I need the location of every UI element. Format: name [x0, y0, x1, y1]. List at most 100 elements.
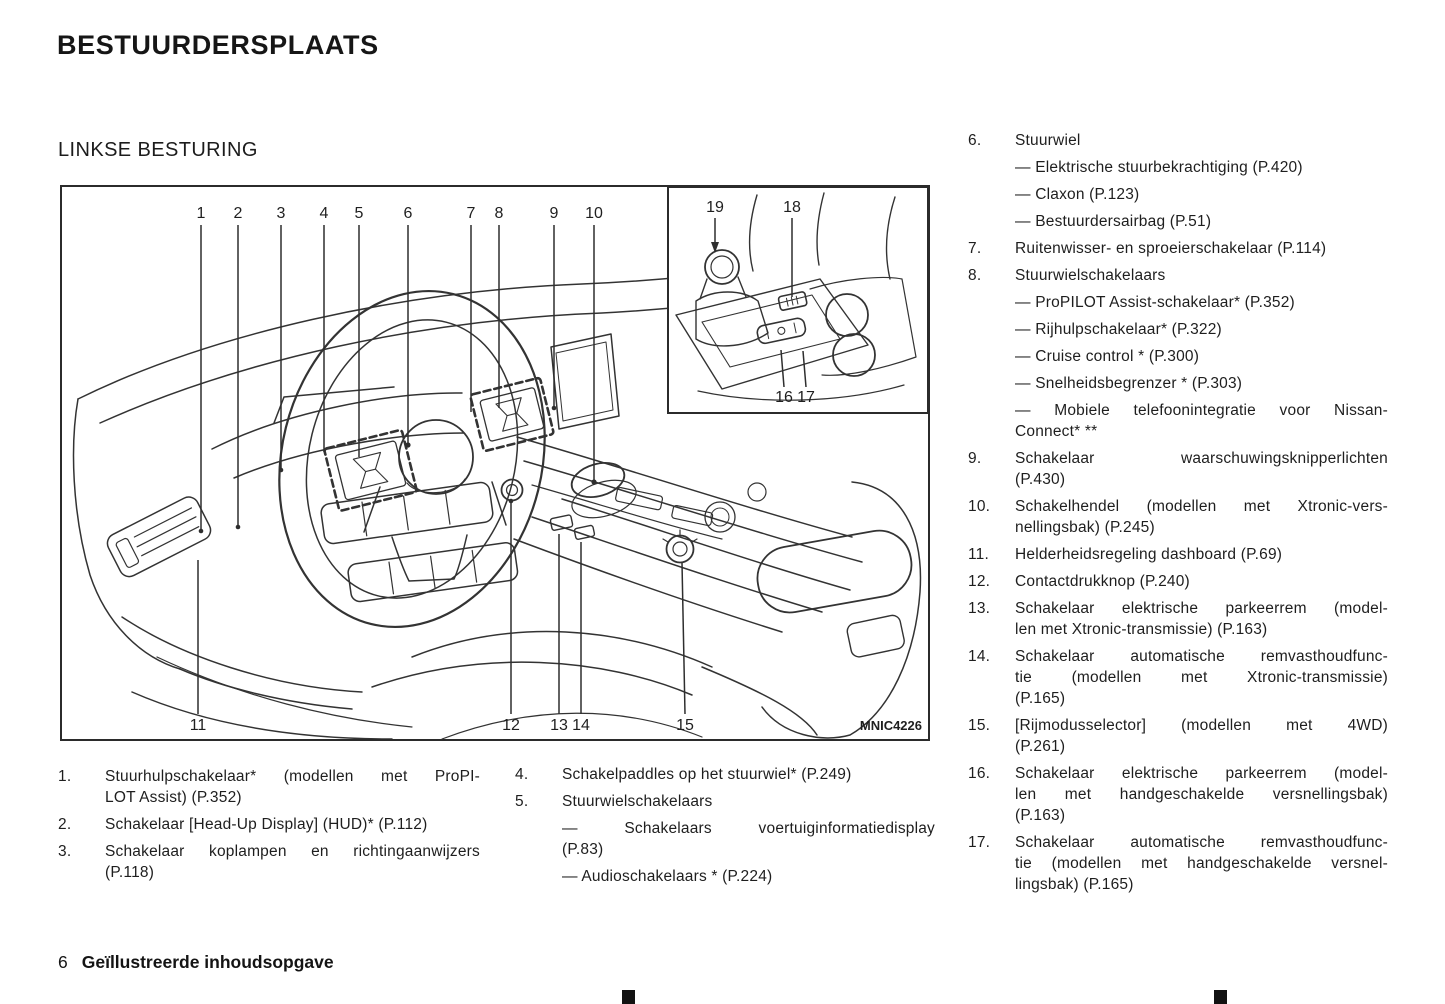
item-text-line: len met handgeschakelde versnellingsbak)	[1015, 786, 1388, 803]
callout-label-12: 12	[502, 717, 520, 734]
chapter-title: Geïllustreerde inhoudsopgave	[81, 952, 334, 972]
item-text: Schakelaar koplampen en richtingaanwijze…	[105, 841, 480, 883]
item-text-line: — Rijhulpschakelaar* (P.322)	[1015, 321, 1222, 338]
list-item: 8.Stuurwielschakelaars— ProPILOT Assist-…	[968, 265, 1388, 442]
item-text-line: Schakelaar waarschuwingsknipperlichten	[1015, 450, 1388, 467]
list-item: 4. Schakelpaddles op het stuurwiel* (P.24…	[515, 764, 935, 785]
list-item: 13.Schakelaar elektrische parkeerrem (mo…	[968, 598, 1388, 640]
list-item: 9. Schakelaar waarschuwingsknipperlichten…	[968, 448, 1388, 490]
item-text-line: — Claxon (P.123)	[1015, 186, 1140, 203]
item-text-line: len met Xtronic-transmissie) (P.163)	[1015, 621, 1268, 638]
callout-label-13: 13	[550, 717, 568, 734]
item-text-line: — Mobiele telefoonintegratie voor Nissan…	[1015, 402, 1388, 419]
print-mark	[1214, 990, 1227, 1004]
legend-column-right: 6.Stuurwiel— Elektrische stuurbekrachtig…	[968, 130, 1388, 895]
item-number: 14.	[968, 648, 991, 665]
item-text-line: tie (modellen met Xtronic-transmissie)	[1015, 669, 1388, 686]
callout-leader-lines	[197, 218, 807, 715]
item-number: 3.	[58, 843, 72, 860]
item-text-line: (P.261)	[1015, 738, 1066, 755]
item-number: 1.	[58, 768, 72, 785]
callout-label-11: 11	[190, 717, 207, 734]
callout-label-2: 2	[234, 205, 243, 222]
item-text: Ruitenwisser- en sproeierschakelaar (P.1…	[1015, 238, 1388, 259]
item-text-line: Stuurwiel	[1015, 132, 1081, 149]
callout-label-6: 6	[404, 205, 413, 222]
item-text-line: — Elektrische stuurbekrachtiging (P.420)	[1015, 159, 1303, 176]
list-item: 10. Schakelhendel (modellen met Xtronic-v…	[968, 496, 1388, 538]
item-text: Schakelaar automatische remvasthoudfunc-…	[1015, 646, 1388, 709]
item-number: 10.	[968, 498, 991, 515]
item-text: Stuurwiel — Elektrische stuurbekrachtigin…	[1015, 130, 1388, 232]
callout-label-5: 5	[355, 205, 364, 222]
item-text-line: Schakelaar automatische remvasthoudfunc-	[1015, 834, 1388, 851]
item-number: 9.	[968, 450, 982, 467]
image-code: MNIC4226	[860, 718, 922, 733]
page-number: 6	[58, 952, 68, 972]
item-text-line: LOT Assist) (P.352)	[105, 789, 242, 806]
item-text-line: — ProPILOT Assist-schakelaar* (P.352)	[1015, 294, 1295, 311]
item-number: 4.	[515, 766, 529, 783]
item-text-line: (P.83)	[562, 841, 604, 858]
callout-label-10: 10	[585, 205, 603, 222]
item-text-line: — Snelheidsbegrenzer * (P.303)	[1015, 375, 1243, 392]
item-number: 17.	[968, 834, 991, 851]
legend-column-middle: 4. Schakelpaddles op het stuurwiel* (P.24…	[515, 764, 935, 887]
item-text-line: — Schakelaars voertuiginformatiedisplay	[562, 820, 935, 837]
list-item: 16. Schakelaar elektrische parkeerrem (mo…	[968, 763, 1388, 826]
item-text: Schakelaar elektrische parkeerrem (model…	[1015, 763, 1388, 826]
callout-label-7: 7	[467, 205, 476, 222]
callout-label-4: 4	[320, 205, 329, 222]
page-footer: 6 Geïllustreerde inhoudsopgave	[58, 952, 334, 973]
list-item: 3. Schakelaar koplampen en richtingaanwij…	[58, 841, 480, 883]
arrowhead-19	[711, 242, 719, 253]
item-text: Schakelpaddles op het stuurwiel* (P.249)	[562, 764, 935, 785]
item-text: Stuurwielschakelaars — Schakelaars voertu…	[562, 791, 935, 887]
item-text-line: — Audioschakelaars * (P.224)	[562, 868, 773, 885]
item-number: 5.	[515, 793, 529, 810]
item-text: Schakelaar automatische remvasthoudfunc-…	[1015, 832, 1388, 895]
item-text: Contactdrukknop (P.240)	[1015, 571, 1388, 592]
callout-label-16: 16	[775, 389, 793, 406]
callout-label-15: 15	[676, 717, 694, 734]
callout-label-17: 17	[797, 389, 815, 406]
item-number: 16.	[968, 765, 991, 782]
item-text-line: — Bestuurdersairbag (P.51)	[1015, 213, 1212, 230]
item-number: 15.	[968, 717, 991, 734]
callout-labels: 1 2 3 4 5 6 7 8 9 10 11 12 13 14 15 16 1…	[190, 199, 815, 734]
item-text-line: Schakelaar koplampen en richtingaanwijze…	[105, 843, 480, 860]
item-text-line: Connect* **	[1015, 423, 1098, 440]
item-text-line: Helderheidsregeling dashboard (P.69)	[1015, 546, 1283, 563]
list-item: 7. Ruitenwisser- en sproeierschakelaar (P…	[968, 238, 1388, 259]
item-text-line: Stuurwielschakelaars	[562, 793, 713, 810]
item-number: 8.	[968, 267, 982, 284]
item-text-line: Schakelaar automatische remvasthoudfunc-	[1015, 648, 1388, 665]
item-text-line: (P.430)	[1015, 471, 1066, 488]
item-text: Schakelaar waarschuwingsknipperlichten (P…	[1015, 448, 1388, 490]
item-number: 11.	[968, 546, 989, 563]
item-text-line: Schakelaar elektrische parkeerrem (model…	[1015, 600, 1388, 617]
callout-label-19: 19	[706, 199, 724, 216]
item-number: 12.	[968, 573, 991, 590]
item-text: Stuurhulpschakelaar* (modellen met ProPI…	[105, 766, 480, 808]
item-text-line: (P.165)	[1015, 690, 1066, 707]
print-mark	[622, 990, 635, 1004]
list-item: 12. Contactdrukknop (P.240)	[968, 571, 1388, 592]
list-item: 2.Schakelaar [Head-Up Display] (HUD)* (P…	[58, 814, 480, 835]
callout-label-14: 14	[572, 717, 590, 734]
left-switch-pad	[323, 428, 418, 512]
item-text-line: Schakelaar [Head-Up Display] (HUD)* (P.1…	[105, 816, 428, 833]
list-item: 1. Stuurhulpschakelaar* (modellen met Pro…	[58, 766, 480, 808]
callout-label-1: 1	[197, 205, 206, 222]
callout-label-18: 18	[783, 199, 801, 216]
item-text: [Rijmodusselector] (modellen met 4WD)(P.…	[1015, 715, 1388, 757]
item-text-line: Ruitenwisser- en sproeierschakelaar (P.1…	[1015, 240, 1327, 257]
callout-endpoint-dots	[198, 242, 719, 534]
dashboard-illustration: 1 2 3 4 5 6 7 8 9 10 11 12 13 14 15 16 1…	[72, 187, 928, 739]
list-item: 6.Stuurwiel— Elektrische stuurbekrachtig…	[968, 130, 1388, 232]
item-number: 7.	[968, 240, 982, 257]
dashboard-illustration-frame: 1 2 3 4 5 6 7 8 9 10 11 12 13 14 15 16 1…	[60, 185, 930, 741]
item-text-line: Schakelhendel (modellen met Xtronic-vers…	[1015, 498, 1388, 515]
section-title: LINKSE BESTURING	[58, 139, 258, 161]
item-text-line: tie (modellen met handgeschakelde versne…	[1015, 855, 1388, 872]
